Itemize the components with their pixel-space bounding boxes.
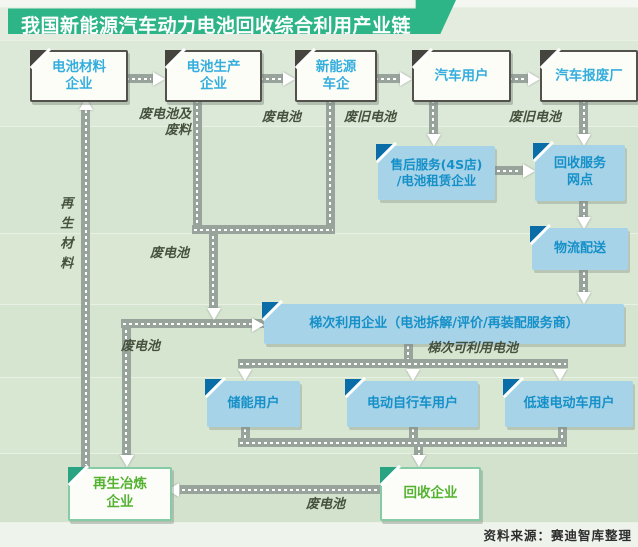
node-recycler: 回收企业 (380, 467, 481, 521)
connector-producer-nevmaker (258, 74, 283, 83)
arrowhead-right-icon (283, 71, 295, 86)
arrowhead-down-icon (426, 134, 441, 146)
node-storage-user: 储能用户 (205, 379, 300, 427)
arrowhead-down-icon (577, 134, 591, 146)
connector-distribution-bar (238, 359, 568, 368)
arrowhead-right-icon (153, 71, 165, 86)
node-battery-material: 电池材料 企业 (30, 50, 128, 102)
node-recycle-network: 回收服务 网点 (533, 143, 625, 201)
arrowhead-down-icon (119, 455, 134, 467)
connector-nevmaker-down (325, 98, 335, 230)
connector-caruser-aftersales (428, 98, 438, 136)
arrowhead-down-icon (553, 369, 567, 381)
arrowhead-right-icon (400, 71, 412, 86)
flow-label-waste-battery: 废电池 (262, 110, 302, 125)
connector-merge-down (208, 234, 218, 312)
arrowhead-down-icon (406, 369, 420, 381)
arrowhead-down-icon (577, 292, 591, 304)
arrowhead-right-icon (523, 163, 535, 178)
flow-label-old-battery: 废旧电池 (344, 110, 397, 125)
connector-aftersales-network (495, 166, 523, 175)
background-band (0, 0, 638, 7)
connector-to-recycler (414, 445, 423, 457)
connector-cascade-down (403, 344, 413, 361)
connector-nevmaker-caruser (373, 74, 400, 83)
flow-label-old-battery: 废旧电池 (509, 110, 562, 125)
connector-material-producer (124, 74, 153, 83)
background-band (0, 126, 638, 234)
arrowhead-down-icon (411, 455, 426, 467)
connector-ebike-down (408, 427, 418, 440)
arrowhead-down-icon (238, 369, 252, 381)
node-nev-maker: 新能源 车企 (295, 50, 377, 102)
flow-label-waste-battery: 废电池 (121, 339, 161, 354)
connector-to-cascade (121, 319, 264, 328)
page-title: 我国新能源汽车动力电池回收综合利用产业链 (21, 15, 412, 37)
connector-caruser-scrapplant (507, 74, 528, 83)
node-lsev-user: 低速电动车用户 (503, 379, 633, 427)
flow-label-waste-battery: 废电池 (306, 497, 346, 512)
arrowhead-right-icon (252, 317, 264, 332)
node-smelter: 再生冶炼 企业 (68, 467, 172, 521)
node-car-user: 汽车用户 (412, 50, 511, 102)
node-battery-producer: 电池生产 企业 (165, 50, 262, 102)
flow-label-cascade-usable: 梯次可利用电池 (427, 341, 519, 356)
connector-recycler-smelter (180, 485, 380, 494)
source-note: 资料来源：赛迪智库整理 (483, 528, 632, 543)
flow-label-scrap-and-waste: 废电池及 废料 (138, 107, 191, 139)
node-ebike-user: 电动自行车用户 (345, 379, 478, 427)
connector-lsev-down (557, 427, 567, 440)
connector-scrapplant-network (579, 98, 588, 136)
connector-network-logistics (579, 201, 588, 219)
connector-smelter-material (81, 108, 90, 467)
flow-label-recycled-material: 再生材料 (57, 196, 73, 276)
connector-producer-down (192, 98, 202, 230)
connector-logistics-cascade (579, 270, 588, 294)
arrowhead-down-icon (206, 308, 221, 320)
node-logistics: 物流配送 (530, 226, 628, 270)
node-after-sales: 售后服务(4S店) /电池租赁企业 (376, 144, 495, 200)
flow-label-waste-battery: 废电池 (150, 246, 190, 261)
node-cascade-utilization: 梯次利用企业（电池拆解/评价/再装配服务商） (262, 302, 624, 344)
connector-storage-down (240, 427, 250, 440)
arrowhead-down-icon (577, 217, 591, 229)
connector-to-smelter (121, 328, 131, 458)
background-band (0, 522, 638, 547)
connector-u-bar (192, 225, 335, 234)
connector-collector-bar (238, 438, 567, 447)
arrowhead-right-icon (528, 71, 540, 86)
node-scrap-plant: 汽车报废厂 (540, 50, 638, 102)
